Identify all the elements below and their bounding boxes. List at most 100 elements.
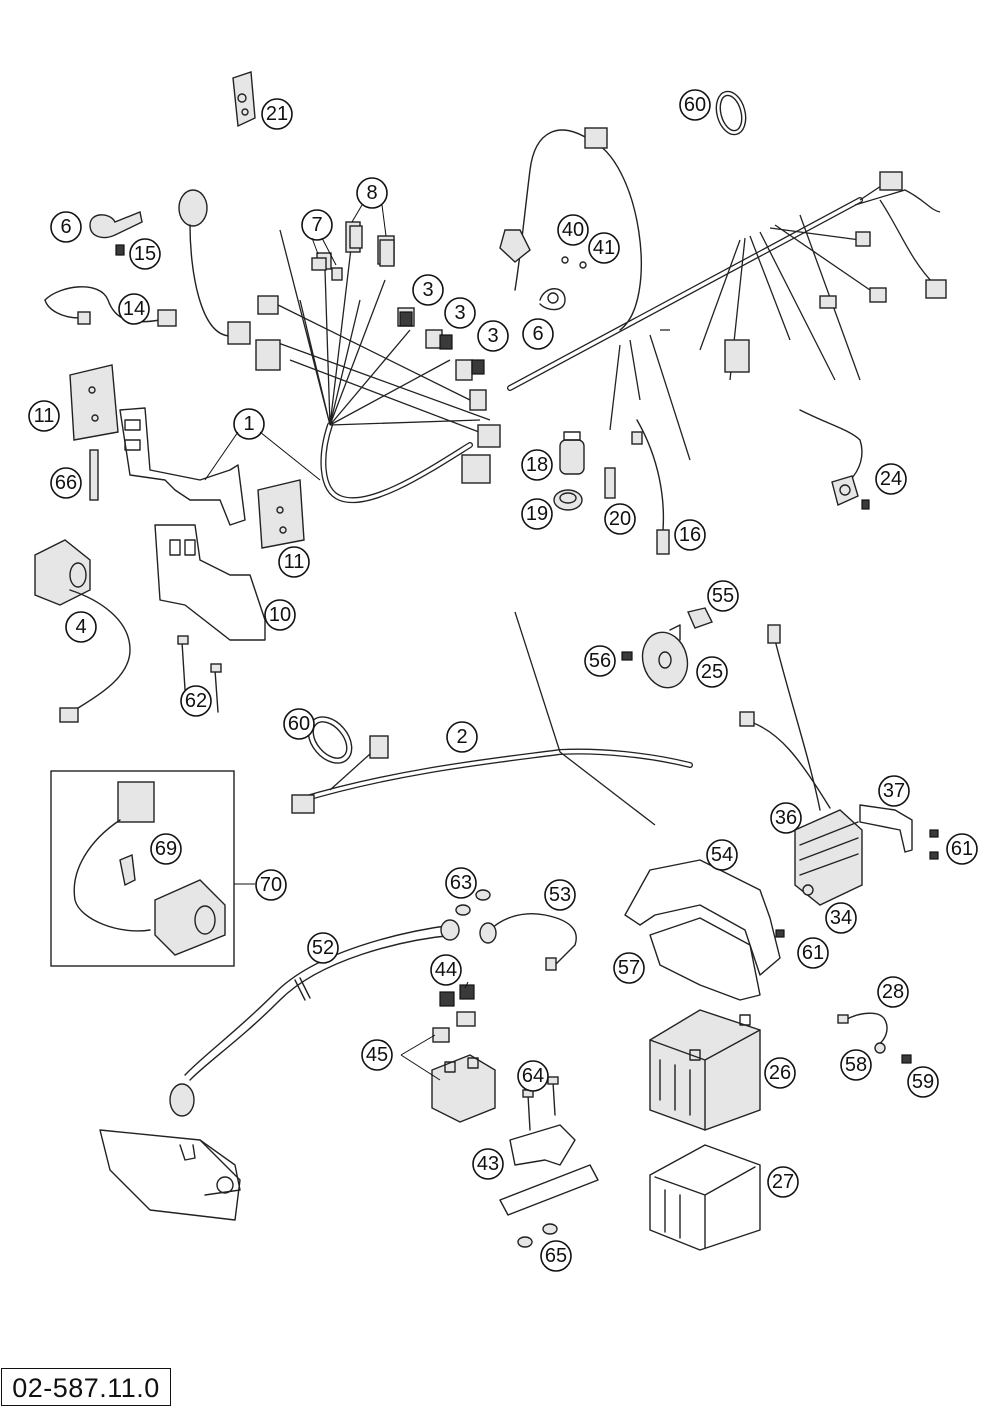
leader-lines — [204, 204, 469, 989]
part-65-nuts — [517, 1223, 558, 1248]
callout-65: 65 — [540, 1240, 572, 1272]
callout-59: 59 — [907, 1066, 939, 1098]
callout-20: 20 — [604, 503, 636, 535]
callout-63: 63 — [445, 867, 477, 899]
diagram-code-label: 02-587.11.0 — [1, 1368, 171, 1406]
callout-3-a: 3 — [412, 274, 444, 306]
svg-text:14: 14 — [123, 298, 145, 320]
svg-text:61: 61 — [802, 942, 824, 964]
part-59-screw — [901, 1054, 912, 1064]
callout-7: 7 — [301, 209, 333, 241]
svg-text:20: 20 — [609, 508, 631, 530]
part-53-cable — [479, 913, 577, 971]
part-26-battery — [649, 1009, 761, 1131]
svg-text:34: 34 — [830, 907, 852, 929]
part-37-bracket — [859, 804, 913, 853]
part-4-handlebar-switch — [34, 539, 131, 723]
svg-text:3: 3 — [454, 302, 465, 324]
svg-text:69: 69 — [155, 838, 177, 860]
svg-text:16: 16 — [679, 524, 701, 546]
starter-motor — [99, 1129, 241, 1221]
svg-text:11: 11 — [34, 405, 55, 427]
svg-text:41: 41 — [593, 237, 615, 259]
part-61-screw-lower — [775, 929, 785, 938]
callout-27: 27 — [767, 1166, 799, 1198]
ignition-coil-lead — [499, 127, 642, 331]
part-11-pad-upper — [69, 364, 119, 441]
svg-text:61: 61 — [951, 838, 973, 860]
svg-text:3: 3 — [422, 279, 433, 301]
callout-53: 53 — [544, 879, 576, 911]
svg-text:21: 21 — [266, 103, 288, 125]
callout-28: 28 — [877, 976, 909, 1008]
callout-11-lower: 11 — [278, 546, 310, 578]
part-58-terminal — [874, 1042, 886, 1054]
callout-56: 56 — [584, 645, 616, 677]
svg-text:45: 45 — [366, 1044, 388, 1066]
svg-text:6: 6 — [532, 323, 543, 345]
svg-text:6: 6 — [60, 216, 71, 238]
callout-69: 69 — [150, 833, 182, 865]
part-56-bolt — [621, 651, 633, 661]
svg-text:2: 2 — [456, 726, 467, 748]
svg-text:18: 18 — [526, 454, 548, 476]
callout-62: 62 — [180, 685, 212, 717]
svg-text:37: 37 — [883, 780, 905, 802]
callout-37: 37 — [878, 775, 910, 807]
part-28-ground-lead — [837, 1012, 888, 1046]
part-55-bracket — [687, 607, 713, 629]
part-3-seals — [399, 311, 485, 375]
part-11-pad-lower — [257, 479, 305, 549]
part-14-sensor-lead — [44, 286, 177, 327]
svg-text:1: 1 — [243, 413, 254, 435]
part-20-clip — [604, 467, 616, 499]
sensor-with-lead — [178, 189, 251, 345]
diagram-code-text: 02-587.11.0 — [12, 1373, 160, 1403]
callout-18: 18 — [521, 449, 553, 481]
part-16-switch — [631, 419, 670, 555]
part-6-clamp-right — [539, 256, 587, 311]
callout-15: 15 — [129, 238, 161, 270]
callout-26: 26 — [764, 1057, 796, 1089]
callout-2: 2 — [446, 721, 478, 753]
svg-text:25: 25 — [701, 661, 723, 683]
part-1-main-harness — [255, 171, 947, 504]
svg-text:36: 36 — [775, 807, 797, 829]
part-43-holder — [499, 1124, 599, 1216]
part-45-starter-relay — [400, 1011, 496, 1123]
callout-10: 10 — [264, 599, 296, 631]
callout-34: 34 — [825, 902, 857, 934]
svg-text:62: 62 — [185, 690, 207, 712]
svg-text:65: 65 — [545, 1245, 567, 1267]
callout-41: 41 — [588, 232, 620, 264]
callout-21: 21 — [261, 98, 293, 130]
svg-text:55: 55 — [712, 585, 734, 607]
part-57-tray — [649, 917, 761, 1001]
part-18-capacitor — [559, 431, 585, 475]
part-6-clamp-left — [89, 211, 143, 256]
svg-text:40: 40 — [562, 219, 584, 241]
part-2-secondary-harness — [291, 611, 693, 826]
callout-45: 45 — [361, 1039, 393, 1071]
callout-3-c: 3 — [477, 320, 509, 352]
callout-24: 24 — [875, 463, 907, 495]
callout-40: 40 — [557, 214, 589, 246]
svg-text:10: 10 — [269, 604, 291, 626]
callout-3-b: 3 — [444, 297, 476, 329]
svg-text:66: 66 — [55, 472, 77, 494]
svg-text:27: 27 — [772, 1171, 794, 1193]
svg-text:58: 58 — [845, 1054, 867, 1076]
part-21-bracket — [232, 71, 256, 128]
callout-60-top: 60 — [679, 89, 711, 121]
svg-text:60: 60 — [684, 94, 706, 116]
callout-bubbles: 21 60 8 7 3 3 3 40 41 6 6 15 14 11 1 66 … — [28, 89, 978, 1272]
callout-64: 64 — [517, 1060, 549, 1092]
svg-text:63: 63 — [450, 872, 472, 894]
callout-6-left: 6 — [50, 211, 82, 243]
part-10-plate — [154, 524, 266, 641]
svg-text:60: 60 — [288, 713, 310, 735]
part-24-sensor — [799, 409, 870, 510]
callout-1: 1 — [233, 408, 265, 440]
svg-text:57: 57 — [618, 957, 640, 979]
